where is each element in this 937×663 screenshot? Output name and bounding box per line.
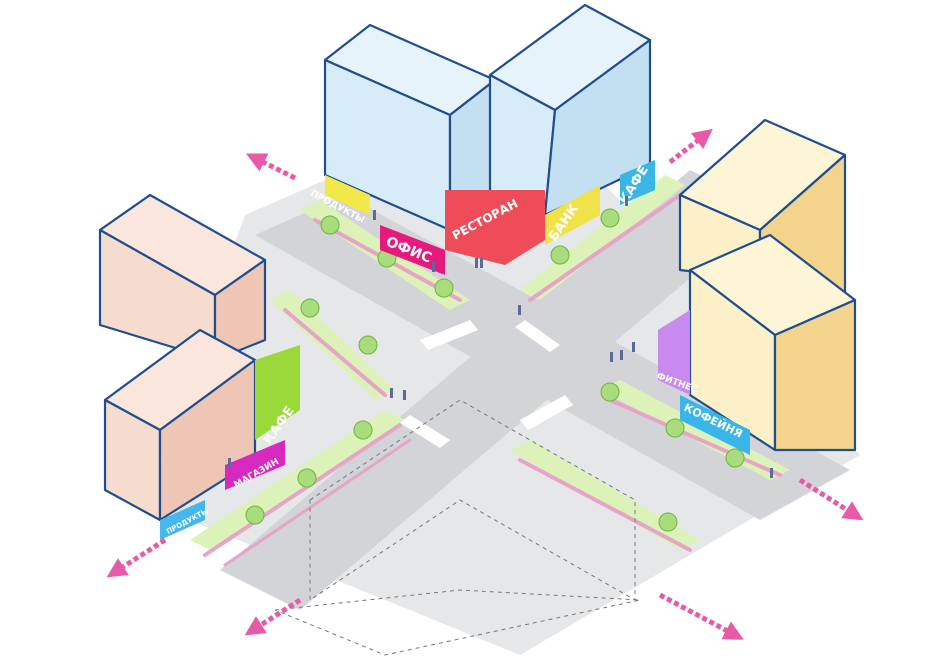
building-pink-bottom-left — [103, 328, 257, 522]
sign-restoran: РЕСТОРАН — [445, 190, 545, 265]
pedestrians — [228, 196, 773, 478]
road-northeast-southwest — [220, 170, 770, 610]
arrow-southeast-bottom — [658, 592, 744, 640]
arrow-southeast-right — [798, 477, 864, 521]
dashed-plot-outline-lower — [274, 589, 641, 656]
left-street-strips — [190, 290, 412, 567]
building-yellow-front-right — [688, 233, 857, 452]
trees — [245, 208, 745, 532]
direction-arrows — [106, 128, 864, 640]
arrow-northwest — [246, 153, 297, 181]
crosswalks — [400, 320, 573, 448]
building-yellow-back-right — [678, 118, 847, 297]
arrow-southwest-bottom — [244, 597, 302, 636]
building-pink-top-left — [98, 193, 267, 362]
arrow-northeast — [668, 128, 713, 164]
arrow-southwest-left — [106, 537, 167, 578]
